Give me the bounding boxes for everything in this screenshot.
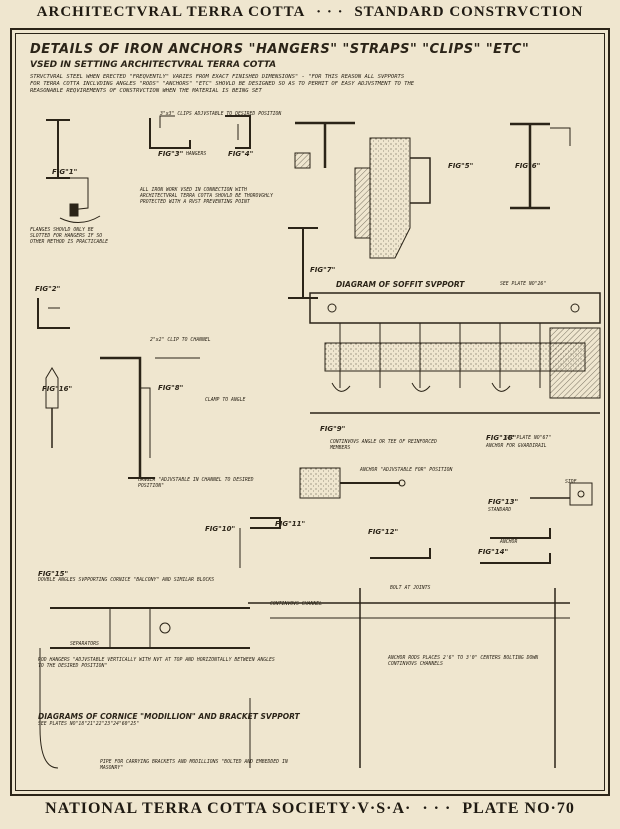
note-separators: SEPARATORS bbox=[70, 642, 99, 647]
soffit-caption: DIAGRAM OF SOFFIT SVPPORT bbox=[336, 280, 465, 289]
cornice-caption: DIAGRAMS OF CORNICE "MODILLION" AND BRAC… bbox=[38, 712, 300, 721]
fig1-label: FIG"1" bbox=[52, 168, 78, 176]
note-iron-work: ALL IRON WORK VSED IN CONNECTION WITH AR… bbox=[140, 188, 273, 205]
fig13-anchor bbox=[490, 528, 551, 539]
note-rod-hangers: ROD HANGERS "ADJVSTABLE VERTICALLY WITH … bbox=[38, 658, 275, 669]
footer-left: NATIONAL TERRA COTTA SOCIETY·V·S·A· bbox=[45, 800, 412, 817]
general-note: STRVCTVRAL STEEL WHEN ERECTED "FREQVENTL… bbox=[30, 74, 590, 95]
fig11-label: FIG"11" bbox=[275, 520, 306, 528]
fig16-guardrail bbox=[530, 482, 593, 506]
fig7-label: FIG"7" bbox=[310, 266, 336, 274]
fig3-clip bbox=[149, 115, 191, 149]
fig2-label: FIG"2" bbox=[35, 285, 61, 293]
note-double-angles: DOVBLE ANGLES SVPPORTING CORNICE "BALCON… bbox=[38, 578, 215, 583]
fig4-label: FIG"4" bbox=[228, 150, 254, 158]
fig9-anchor bbox=[299, 467, 406, 499]
note-continuous-channel: CONTINVOVS CHANNEL bbox=[270, 602, 322, 607]
fig3-label: FIG"3" bbox=[158, 150, 184, 158]
note-continuous-angle: CONTINVOVS ANGLE OR TEE OF REINFORCED ME… bbox=[330, 440, 437, 451]
note-line: REASONABLE REQVIREMENTS OF CONSTRVCTION … bbox=[30, 88, 262, 94]
note-standard: STANDARD bbox=[488, 508, 512, 513]
fig12-anchor bbox=[370, 548, 431, 559]
fig2-clip bbox=[37, 298, 70, 329]
note-anchor-adjustable: ANCHOR "ADJVSTABLE FOR" POSITION bbox=[360, 468, 453, 473]
note-pipe: PIPE FOR CARRYING BRACKETS AND MODILLION… bbox=[100, 760, 288, 771]
fig6-beam bbox=[510, 122, 571, 210]
fig7-soffit bbox=[309, 292, 601, 414]
fig12-label: FIG"12" bbox=[368, 528, 399, 536]
fig5-section bbox=[294, 121, 431, 259]
note-clamp-angle: CLAMP TO ANGLE bbox=[205, 398, 246, 403]
footer-separator: · · · bbox=[422, 800, 452, 817]
fig10-channel bbox=[239, 517, 281, 568]
note-clips-adjustable: 3"x3" CLIPS ADJVSTABLE TO DESIRED POSITI… bbox=[160, 112, 282, 117]
fig16-sub: ANCHOR FOR GVARDIRAIL bbox=[486, 444, 547, 449]
note-hangers: HANGERS bbox=[186, 152, 207, 157]
fig16-ref: SEE PLATE NO"67" bbox=[505, 436, 552, 441]
cornice-ref: SEE PLATES NO"18"21"22"23"24"60"25" bbox=[38, 722, 140, 727]
fig8-angle bbox=[100, 356, 200, 479]
footer-right: PLATE NO·70 bbox=[462, 800, 575, 817]
note-anchor: ANCHOR bbox=[500, 540, 518, 545]
fig1-ibeam bbox=[46, 119, 101, 223]
fig15-cornice bbox=[39, 588, 570, 769]
fig9-label: FIG"9" bbox=[320, 425, 346, 433]
fig8-label: FIG"8" bbox=[158, 384, 184, 392]
note-line: STRVCTVRAL STEEL WHEN ERECTED "FREQVENTL… bbox=[30, 74, 405, 80]
note-bolt-nut: BOLT AT JOINTS bbox=[390, 586, 431, 591]
plate-title: DETAILS OF IRON ANCHORS "HANGERS" "STRAP… bbox=[30, 42, 530, 57]
note-line: FOR TERRA COTTA INCLVDING ANGLES "RODS" … bbox=[30, 81, 415, 87]
fig16-label: FIG"16" bbox=[486, 434, 517, 442]
fig16-lamp bbox=[45, 367, 59, 448]
fig5-label: FIG"5" bbox=[448, 162, 474, 170]
note-side: SIDE bbox=[565, 480, 577, 485]
fig13-label: FIG"13" bbox=[488, 498, 519, 506]
note-clip-channel: 2"x2" CLIP TO CHANNEL bbox=[150, 338, 211, 343]
note-flanges: FLANGES SHOVLD ONLY BE SLOTTED FOR HANGE… bbox=[30, 228, 108, 245]
fig14-anchor bbox=[480, 553, 551, 564]
plate-footer: NATIONAL TERRA COTTA SOCIETY·V·S·A· · · … bbox=[0, 800, 620, 824]
header-separator: · · · bbox=[316, 4, 344, 20]
header-right: STANDARD CONSTRVCTION bbox=[354, 4, 584, 20]
fig14-label: FIG"14" bbox=[478, 548, 509, 556]
note-adjustable-channel: HANGER "ADJVSTABLE IN CHANNEL TO DESIRED… bbox=[138, 478, 254, 489]
note-anchor-rods: ANCHOR RODS PLACES 2'6" TO 3'0" CENTERS … bbox=[388, 656, 539, 667]
tall-column bbox=[288, 227, 318, 299]
fig6-label: FIG"6" bbox=[515, 162, 541, 170]
plate-subtitle: VSED IN SETTING ARCHITECTVRAL TERRA COTT… bbox=[30, 60, 277, 70]
header-left: ARCHITECTVRAL TERRA COTTA bbox=[36, 4, 306, 20]
plate-header: ARCHITECTVRAL TERRA COTTA · · · STANDARD… bbox=[0, 4, 620, 26]
fig10-label: FIG"10" bbox=[205, 525, 236, 533]
fig15-label: FIG"15" bbox=[38, 570, 69, 578]
soffit-ref: SEE PLATE NO"26" bbox=[500, 282, 547, 287]
fig4-clip bbox=[225, 115, 251, 149]
fig16-lamp-label: FIG"16" bbox=[42, 385, 73, 393]
technical-drawing bbox=[37, 115, 601, 769]
sheet-inner-border bbox=[15, 33, 605, 791]
